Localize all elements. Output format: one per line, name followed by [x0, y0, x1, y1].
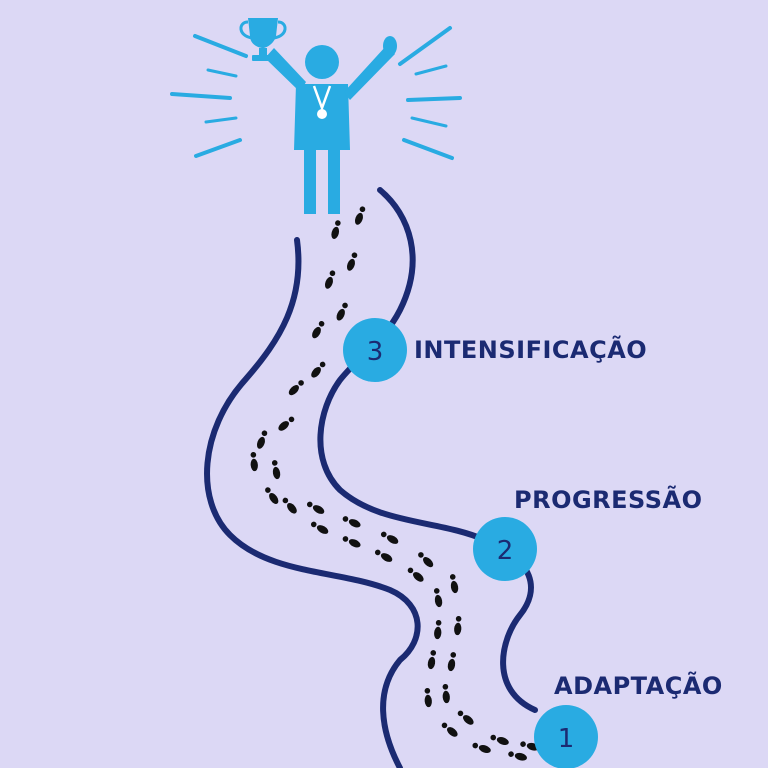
- footprint-icon: [448, 573, 460, 594]
- footprint-icon: [426, 649, 438, 670]
- footprint-icon: [249, 451, 259, 472]
- footprint-icon: [423, 687, 433, 708]
- footprint-icon: [305, 499, 326, 516]
- footprint-icon: [345, 251, 359, 272]
- step-2-label: PROGRESSÃO: [514, 486, 703, 514]
- footprint-icon: [507, 749, 528, 762]
- winner-figure-icon: [265, 36, 397, 214]
- footprint-icon: [330, 219, 343, 240]
- step-3-marker: 3: [343, 318, 407, 382]
- medal-icon: [312, 85, 332, 119]
- path-left-edge: [204, 237, 421, 768]
- footprint-icon: [341, 534, 362, 550]
- footprint-icon: [263, 485, 281, 506]
- footprint-icon: [309, 360, 328, 380]
- footprint-icon: [341, 514, 362, 530]
- footprint-icon: [353, 205, 367, 226]
- footprint-icon: [310, 319, 327, 340]
- footprint-icon: [456, 708, 476, 727]
- step-3-number: 3: [367, 337, 384, 367]
- footprint-icon: [406, 565, 426, 584]
- path-right-edge: [317, 187, 538, 713]
- footprint-icon: [255, 429, 269, 450]
- step-1-number: 1: [558, 724, 575, 754]
- footprint-icon: [416, 550, 436, 570]
- footprint-icon: [373, 547, 394, 564]
- step-1-marker: 1: [534, 705, 598, 768]
- footprint-icon: [309, 519, 330, 536]
- footprint-icon: [379, 529, 400, 546]
- celebration-rays: [170, 26, 462, 160]
- footprint-icon: [441, 683, 451, 704]
- footprint-icon: [453, 615, 463, 636]
- trophy-icon: [239, 18, 287, 61]
- footprint-icon: [432, 587, 444, 608]
- footprint-icon: [323, 269, 337, 290]
- footprint-icon: [440, 720, 460, 739]
- step-2-marker: 2: [473, 517, 537, 581]
- footprint-icon: [446, 651, 458, 672]
- step-2-number: 2: [497, 536, 514, 566]
- footprint-icon: [334, 301, 350, 322]
- footprint-icon: [433, 619, 443, 640]
- footprint-icon: [489, 733, 510, 747]
- footprint-icon: [280, 496, 299, 516]
- footprint-icon: [276, 414, 296, 433]
- step-3-label: INTENSIFICAÇÃO: [414, 336, 648, 364]
- step-1-label: ADAPTAÇÃO: [554, 672, 723, 700]
- footprint-icon: [286, 378, 306, 398]
- footprint-icon: [471, 741, 492, 755]
- footprint-icon: [270, 459, 282, 480]
